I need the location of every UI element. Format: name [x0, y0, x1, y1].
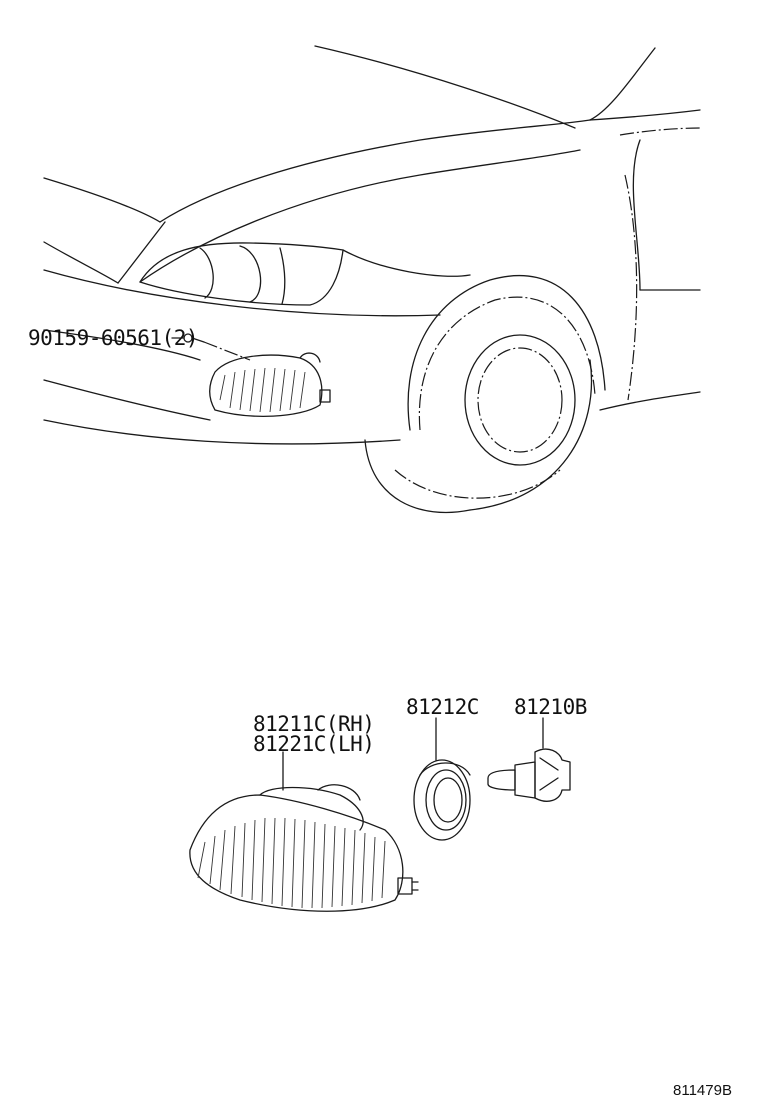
- bulb: [487, 748, 571, 802]
- vehicle-front-illustration: [43, 45, 701, 514]
- part-label-bolt: 90159-60561(2): [28, 326, 198, 350]
- part-label-fog-lamp-lh: 81221C(LH): [253, 732, 374, 756]
- fog-lamp-assembly: [189, 784, 419, 912]
- part-label-gasket: 81212C: [406, 695, 479, 719]
- gasket-ring: [413, 759, 471, 841]
- part-label-bulb: 81210B: [514, 695, 587, 719]
- part-label-fog-lamp-rh: 81211C(RH): [253, 712, 374, 736]
- figure-reference-number: 811479B: [673, 1082, 732, 1099]
